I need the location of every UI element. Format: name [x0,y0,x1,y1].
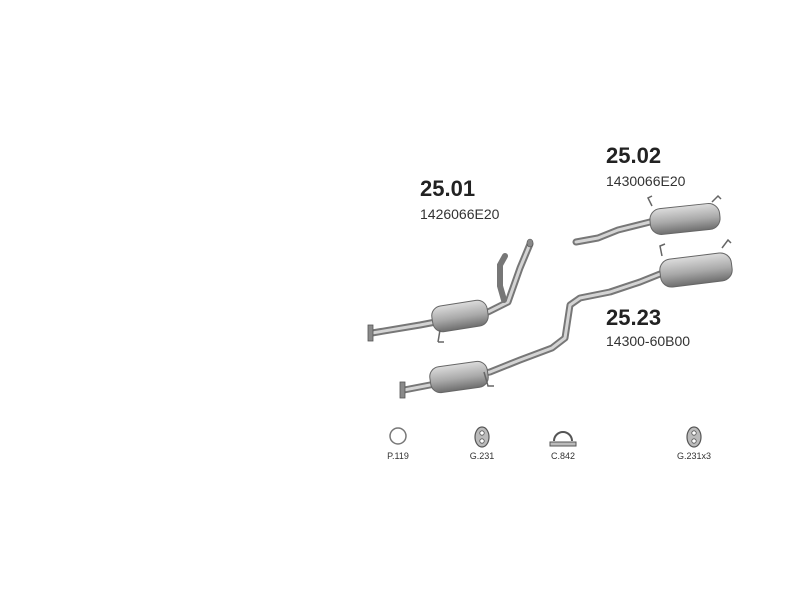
part-number-25-02: 25.02 [606,143,662,168]
ring-icon [389,427,407,445]
part-code-25-01: 1426066E20 [420,206,500,222]
part-25-02-silencer [646,194,722,235]
part-25-01-pipe [367,238,534,342]
rubber-hanger-icon [474,426,490,448]
clamp-icon [549,431,577,447]
rubber-hanger-x3-icon [686,426,702,448]
part-25-01-silencer [431,299,489,343]
part-code-25-02: 1430066E20 [606,173,686,189]
accessory-label-g231: G.231 [469,451,495,461]
part-25-23-middle-silencer [429,360,494,394]
accessory-label-p119: P.119 [387,451,409,461]
part-25-02-pipe [572,218,654,246]
part-code-25-23: 14300-60B00 [606,333,691,349]
part-number-25-23: 25.23 [606,305,662,330]
accessory-label-g231x3: G.231x3 [676,451,712,461]
part-number-25-01: 25.01 [420,176,476,201]
part-25-23-rear-silencer [659,238,733,288]
accessory-label-c842: C.842 [550,451,576,461]
